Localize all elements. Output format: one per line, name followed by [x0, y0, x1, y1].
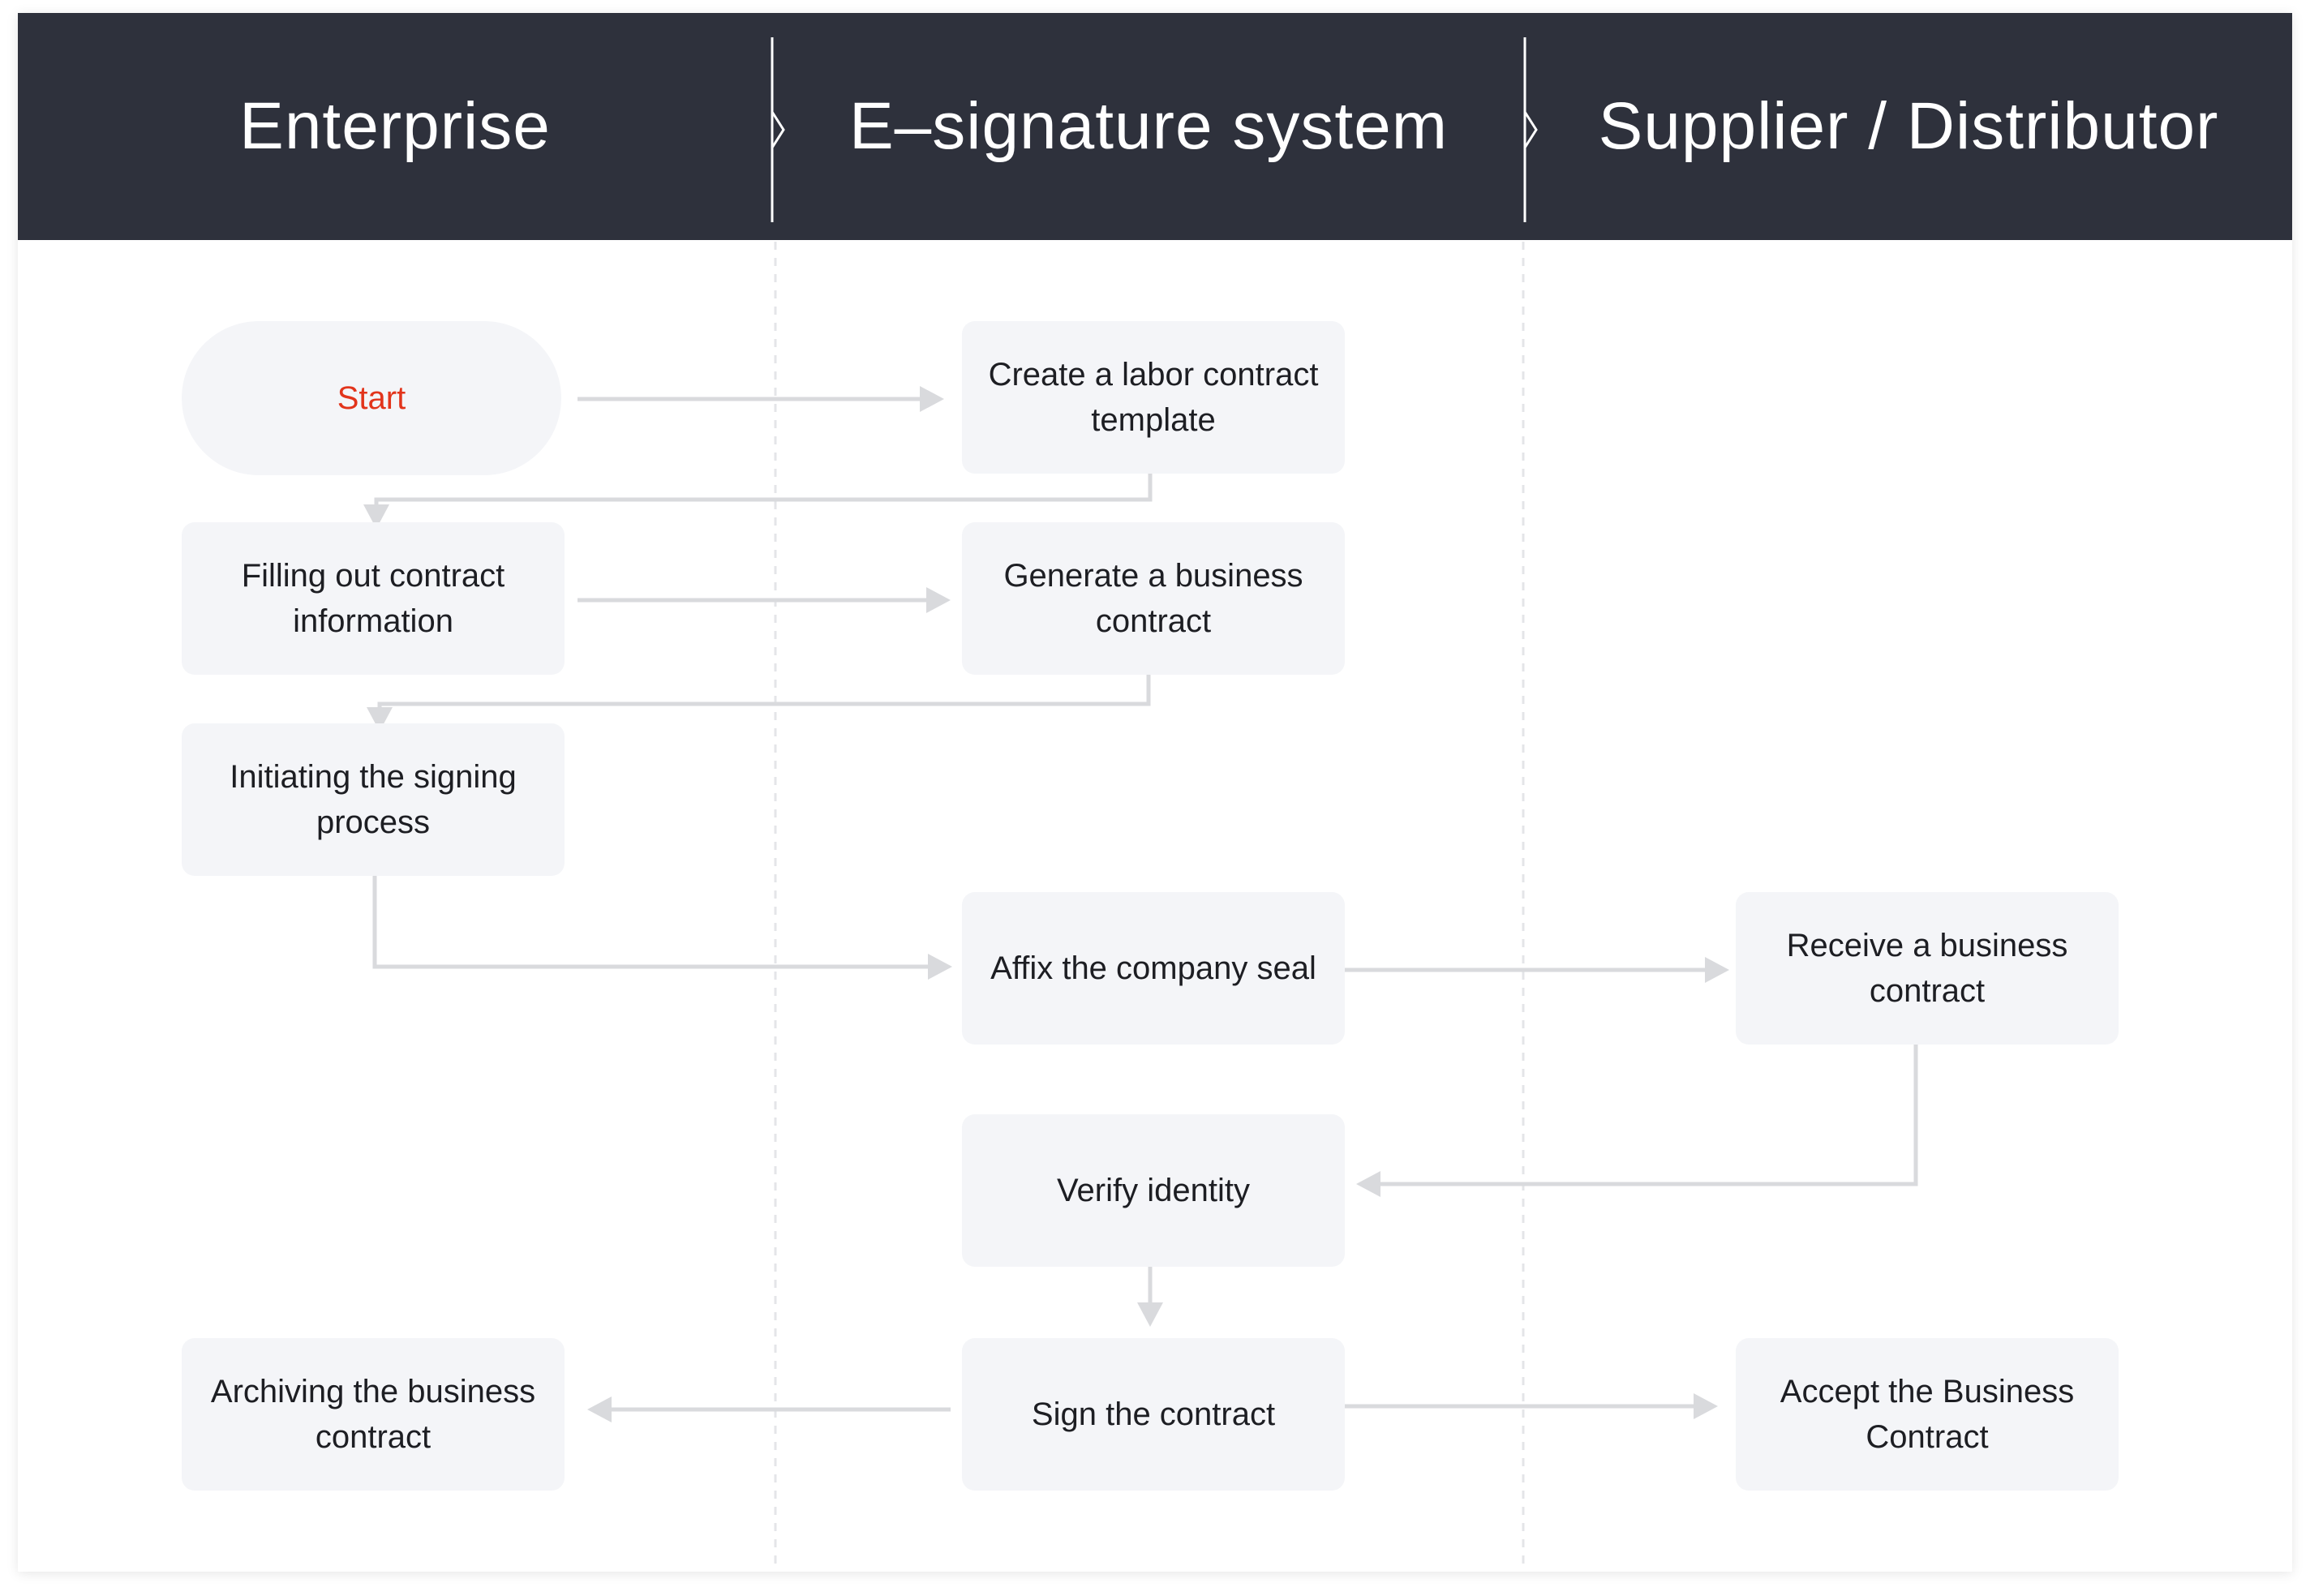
node-generate-contract-label: Generate a business contract — [1003, 558, 1303, 639]
node-start-label: Start — [337, 380, 406, 416]
arrowhead-initiate-to-affix — [928, 954, 952, 980]
arrow-receive-to-verify — [1361, 1043, 1918, 1186]
node-sign-contract[interactable]: Sign the contract — [962, 1338, 1345, 1491]
node-receive-contract-label: Receive a business contract — [1786, 928, 2068, 1009]
node-create-template[interactable]: Create a labor contract template — [962, 321, 1345, 474]
arrowhead-receive-to-verify — [1356, 1171, 1380, 1197]
node-verify-identity[interactable]: Verify identity — [962, 1114, 1345, 1267]
arrow-initiate-to-affix — [372, 873, 947, 969]
node-accept-contract[interactable]: Accept the Business Contract — [1736, 1338, 2119, 1491]
node-generate-contract[interactable]: Generate a business contract — [962, 522, 1345, 675]
node-archive-contract[interactable]: Archiving the business contract — [182, 1338, 565, 1491]
node-fill-info-label: Filling out contract information — [241, 558, 505, 639]
node-start[interactable]: Start — [182, 321, 561, 475]
node-verify-identity-label: Verify identity — [1057, 1173, 1250, 1208]
arrowhead-verify-to-sign — [1137, 1302, 1163, 1327]
arrowhead-sign-to-accept — [1694, 1393, 1718, 1419]
node-initiate-signing-label: Initiating the signing process — [230, 759, 517, 840]
node-fill-info[interactable]: Filling out contract information — [182, 522, 565, 675]
node-receive-contract[interactable]: Receive a business contract — [1736, 892, 2119, 1045]
lane-title-esign: E–signature system — [848, 89, 1449, 163]
node-affix-seal[interactable]: Affix the company seal — [962, 892, 1345, 1045]
node-sign-contract-label: Sign the contract — [1031, 1396, 1276, 1432]
node-accept-contract-label: Accept the Business Contract — [1780, 1374, 2075, 1455]
node-archive-contract-label: Archiving the business contract — [210, 1374, 536, 1455]
arrowhead-affix-to-receive — [1705, 957, 1729, 983]
lane-header-bar: Enterprise E–signature system Supplier /… — [18, 13, 2292, 240]
arrowhead-start-to-create — [920, 386, 944, 412]
node-affix-seal-label: Affix the company seal — [990, 950, 1316, 986]
arrowhead-create-to-fill — [363, 504, 389, 529]
arrow-generate-to-initiate — [377, 673, 1151, 712]
lane-title-enterprise: Enterprise — [239, 89, 551, 163]
arrow-create-to-fill — [374, 472, 1153, 509]
node-initiate-signing[interactable]: Initiating the signing process — [182, 723, 565, 876]
lane-title-supplier: Supplier / Distributor — [1598, 89, 2219, 163]
arrowhead-sign-to-archive — [587, 1396, 612, 1422]
arrowhead-generate-to-initiate — [367, 707, 393, 732]
swimlane-diagram: Enterprise E–signature system Supplier /… — [18, 13, 2292, 1572]
flow-connectors — [363, 386, 1918, 1422]
arrowhead-fill-to-generate — [926, 587, 951, 613]
node-create-template-label: Create a labor contract template — [988, 357, 1319, 438]
